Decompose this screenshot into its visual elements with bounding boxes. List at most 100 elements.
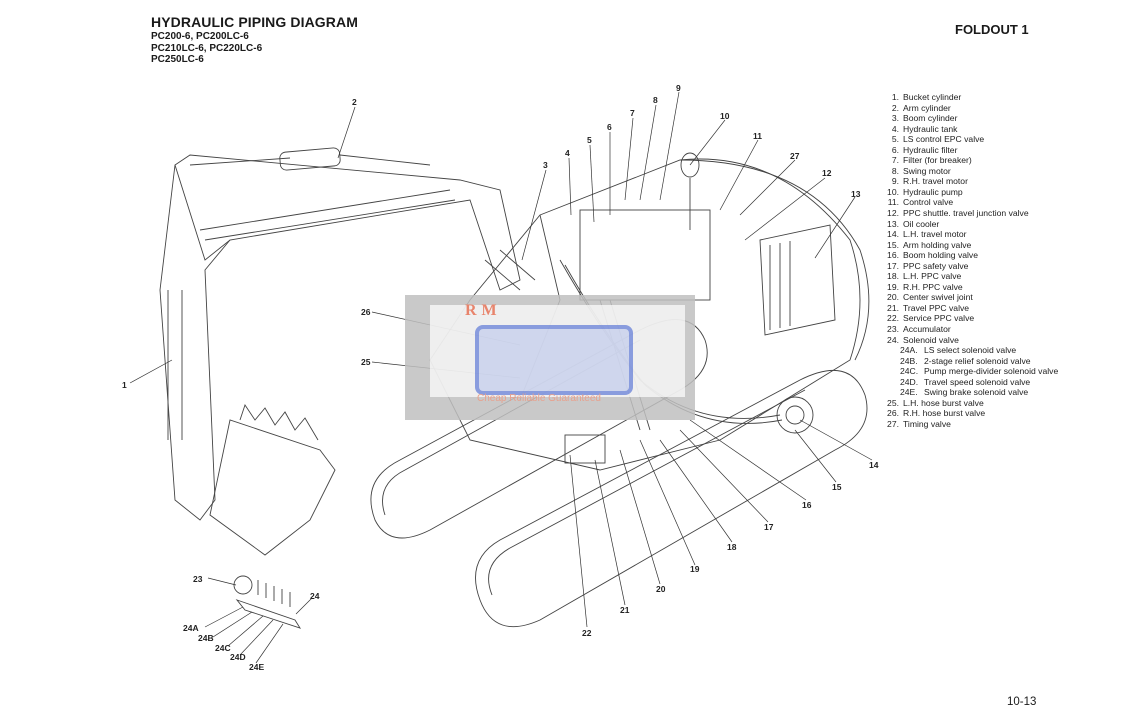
leader-line: [659, 91, 680, 201]
legend-item-number: 4.: [891, 123, 899, 134]
legend-item-label: PPC shuttle. travel junction valve: [903, 208, 1029, 219]
callout-15: 15: [832, 482, 842, 492]
callout-9: 9: [676, 83, 681, 93]
legend-item-label: Service PPC valve: [903, 313, 975, 324]
callout-24B: 24B: [198, 633, 214, 643]
foldout-label: FOLDOUT 1: [955, 22, 1029, 37]
bucket-teeth: [239, 403, 319, 441]
callout-10: 10: [720, 111, 730, 121]
bucket: [209, 419, 336, 556]
upper-structure: [429, 158, 861, 471]
engine-block: [579, 209, 711, 301]
leader-line: [295, 597, 313, 615]
travel-motor-hub: [785, 405, 805, 425]
legend-item: 25. L.H. hose burst valve: [885, 398, 1070, 409]
leader-line: [744, 177, 826, 241]
arm-cylinder: [279, 147, 341, 171]
callout-8: 8: [653, 95, 658, 105]
legend-item-label: Timing valve: [903, 418, 951, 429]
legend-item: 16.Boom holding valve: [885, 250, 1070, 261]
legend-item-label: Oil cooler: [903, 218, 940, 229]
leader-line: [569, 454, 588, 628]
legend-item: 6. Hydraulic filter: [885, 145, 1070, 156]
legend-item-label: Center swivel joint: [903, 292, 973, 303]
accumulator: [233, 575, 253, 595]
legend-item-number: 6.: [891, 144, 899, 155]
callout-24D: 24D: [230, 652, 246, 662]
legend-item-number: 21.: [887, 302, 899, 313]
leader-line: [624, 117, 634, 201]
solenoid-valve-body: [235, 599, 302, 629]
legend-item-label: Travel speed solenoid valve: [924, 376, 1031, 387]
leader-line: [594, 459, 626, 606]
leader-lines: [129, 91, 873, 664]
legend-item: 27. Timing valve: [885, 419, 1070, 430]
legend-item-number: 23.: [887, 324, 899, 335]
watermark-logo-text: RM: [465, 302, 502, 319]
legend-item: 8.Swing motor: [885, 166, 1070, 177]
callout-6: 6: [607, 122, 612, 132]
callout-12: 12: [822, 168, 832, 178]
legend-item-label: L.H. hose burst valve: [903, 397, 984, 408]
legend-item-number: 27.: [887, 418, 899, 429]
track-right-inner: [488, 389, 806, 596]
legend-item-label: Filter (for breaker): [903, 155, 972, 166]
legend-item-number: 12.: [887, 208, 899, 219]
legend-item-label: Boom cylinder: [903, 113, 958, 124]
legend-item-label: LS select solenoid valve: [924, 345, 1017, 356]
callout-14: 14: [869, 460, 879, 470]
legend-item: 23.Accumulator: [885, 324, 1070, 335]
legend-item: 18.L.H. PPC valve: [885, 271, 1070, 282]
legend-item: 20.Center swivel joint: [885, 292, 1070, 303]
muffler: [680, 152, 700, 178]
callout-26: 26: [361, 307, 371, 317]
legend-item-number: 24B.: [900, 355, 918, 366]
legend-item: 24B. 2-stage relief solenoid valve: [885, 356, 1070, 367]
leader-line: [337, 106, 356, 159]
legend-item: 17.PPC safety valve: [885, 261, 1070, 272]
legend-item-label: LS control EPC valve: [903, 134, 985, 145]
legend-item: 24A.LS select solenoid valve: [885, 345, 1070, 356]
callout-2: 2: [352, 97, 357, 107]
legend-item-label: Hydraulic filter: [903, 144, 958, 155]
callout-27: 27: [790, 151, 800, 161]
leader-line: [799, 419, 873, 461]
leader-line: [207, 577, 237, 586]
legend-item-label: Pump merge-divider solenoid valve: [924, 366, 1059, 377]
leader-line: [639, 439, 696, 566]
leader-line: [814, 196, 856, 259]
legend-item-number: 7.: [891, 155, 899, 166]
legend-item: 10.Hydraulic pump: [885, 187, 1070, 198]
leader-line: [639, 104, 657, 201]
callout-18: 18: [727, 542, 737, 552]
legend-item-label: L.H. travel motor: [903, 229, 967, 240]
legend-item: 7. Filter (for breaker): [885, 155, 1070, 166]
legend-item-number: 14.: [887, 229, 899, 240]
legend-item-number: 2.: [891, 102, 899, 113]
legend-item: 1.Bucket cylinder: [885, 92, 1070, 103]
legend-item-number: 25.: [887, 397, 899, 408]
legend-item-number: 19.: [887, 281, 899, 292]
model-line: PC210LC-6, PC220LC-6: [151, 42, 263, 54]
legend-item-label: Hydraulic tank: [903, 123, 958, 134]
model-line: PC250LC-6: [151, 54, 204, 65]
oil-cooler-fins: [769, 241, 791, 330]
leader-line: [239, 619, 274, 656]
leader-line: [689, 119, 726, 166]
legend-item-number: 9.: [891, 176, 899, 187]
legend-item-label: R.H. hose burst valve: [903, 408, 986, 419]
leader-line: [689, 419, 807, 501]
legend-item-label: Solenoid valve: [903, 334, 959, 345]
callout-3: 3: [543, 160, 548, 170]
model-line: PC200-6, PC200LC-6: [151, 31, 249, 42]
callout-24: 24: [310, 591, 320, 601]
leader-line: [659, 439, 733, 543]
track-left-inner: [382, 339, 641, 516]
legend-item-label: 2-stage relief solenoid valve: [924, 355, 1031, 366]
legend-item: 26.R.H. hose burst valve: [885, 408, 1070, 419]
leader-line: [129, 359, 173, 384]
legend-item-label: Control valve: [903, 197, 954, 208]
legend-item-number: 24D.: [900, 376, 919, 387]
watermark-logo-icon: [475, 325, 633, 395]
